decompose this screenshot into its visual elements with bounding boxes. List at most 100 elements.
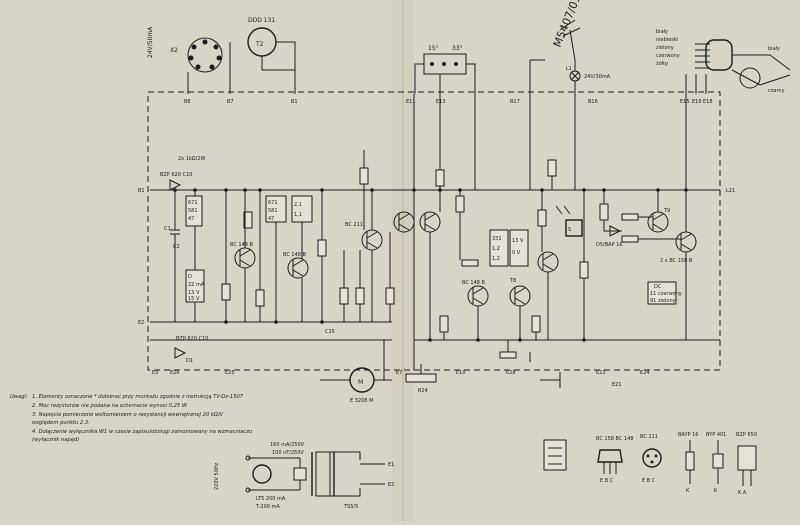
c1-label: C1 — [164, 226, 171, 232]
angle15-label: 15° — [428, 45, 439, 52]
sensor — [565, 219, 583, 237]
term-b16: B16 — [588, 99, 598, 105]
pinout-bzp — [737, 445, 757, 486]
term-e15: E15 — [680, 99, 690, 105]
block-d-2: 22 mA — [188, 282, 205, 288]
bulb-label: 24V/30mA — [584, 74, 611, 80]
block-c — [291, 195, 313, 223]
term-e1: B1 — [138, 188, 145, 194]
socket-pins — [188, 39, 222, 70]
t2m-label: BC 148 B — [283, 252, 307, 258]
top-left-wires — [187, 41, 296, 94]
rating-box — [647, 281, 677, 305]
note-2: 2. Moc rezystorów nie podana na schemaci… — [32, 402, 188, 409]
pin-ebc2: E B C — [642, 478, 656, 484]
note-1: 1. Elementy oznaczone * dobierać przy mo… — [32, 393, 244, 400]
socket-x2 — [187, 37, 223, 73]
block-a-2: 581 — [188, 208, 198, 214]
out1-label: E1 — [388, 462, 394, 468]
t1-label: BC 148 B — [230, 242, 254, 248]
zener2-label: BZP 620 C10 — [176, 336, 208, 342]
term-e18: E18 — [703, 99, 713, 105]
right-wiring — [429, 176, 687, 352]
block-d-4: 15 V — [188, 296, 200, 302]
pin-bc158: BC 158 BC 148 — [596, 436, 634, 442]
motor-label: E 3208 M — [350, 398, 373, 404]
fuse-label: LT5 200 mA — [256, 496, 286, 502]
angle33-label: 33° — [452, 45, 463, 52]
term-e21: E21 — [612, 382, 622, 388]
wire-5: żółty — [656, 60, 668, 67]
x2-label: X2 — [170, 47, 178, 54]
t2-label: T2 — [255, 41, 264, 48]
cable-wires — [695, 43, 791, 86]
output-jack — [739, 67, 761, 89]
t9-label: T9 — [663, 208, 670, 214]
junctions — [173, 188, 688, 342]
pair-label: 2 x BC 158 B — [660, 258, 693, 264]
block-e — [489, 229, 509, 267]
rating-1: DC — [654, 284, 662, 290]
bc211-label: BC 211 — [345, 222, 363, 228]
mains-label: 220V 50Hz — [214, 462, 220, 490]
lamp-label: L1 — [566, 66, 572, 72]
pin-bayp: BAYP 16 — [678, 432, 698, 438]
term-e25: E25 — [225, 370, 235, 376]
wire-4: czerwony — [656, 53, 680, 59]
block-c-1: 2,1 — [294, 202, 302, 208]
block-a-3: 47 — [188, 216, 194, 222]
term-e11: E11 — [406, 99, 416, 105]
pin-ebc1: E B C — [600, 478, 614, 484]
power-supply — [245, 451, 385, 497]
wire-out-2: czarny — [768, 88, 785, 94]
pin-k2: K — [714, 488, 718, 494]
out2-label: E2 — [388, 482, 394, 488]
block-a — [185, 195, 203, 227]
rating-2: 11 czerwony — [650, 291, 682, 297]
term-b17: B17 — [510, 99, 520, 105]
t6-label: BC 148 B — [462, 280, 486, 286]
c2-label: C2 — [173, 244, 180, 250]
plug-down — [685, 74, 707, 94]
wire-1: biały — [656, 29, 668, 35]
term-e24: E24 — [640, 370, 650, 376]
sensor-s: S — [568, 227, 571, 233]
trafo-label: TS5/5 — [343, 504, 358, 510]
block-b-1: 671 — [268, 200, 278, 206]
block-b-3: 47 — [268, 216, 274, 222]
term-e7: E7 — [396, 370, 402, 376]
pot-r24 — [405, 373, 437, 383]
block-b-2: 581 — [268, 208, 278, 214]
term-e22: E22 — [596, 370, 606, 376]
notes-label: Uwagi: — [10, 394, 28, 400]
motor-m: M — [358, 379, 363, 386]
block-e-1: 331 — [492, 236, 502, 242]
cap-label: 160 mA/250V — [270, 442, 305, 448]
wire-out-1: biały — [768, 46, 780, 52]
block-e-3: 1,2 — [492, 256, 500, 262]
c15-label: C15 — [325, 329, 335, 335]
block-d-3: 13 V — [188, 290, 200, 296]
pinout-bayp — [685, 440, 695, 484]
note-6: (wyłącznik napęd) — [32, 437, 79, 443]
note-4: względem punktu 2.3. — [32, 420, 90, 426]
r2x-label: 2x 1kΩ/2W — [178, 156, 205, 162]
term-e2-left: E2 — [138, 320, 144, 326]
switch-wires — [414, 63, 476, 94]
pinout-byp — [712, 440, 724, 484]
zener-label: BZP 620 C10 — [160, 172, 192, 178]
block-f — [509, 229, 529, 267]
term-e10: E10 — [456, 370, 466, 376]
note-3: 3. Napięcia pomierzono woltomierzem o re… — [32, 412, 224, 418]
rating-3: 91 zielony — [650, 298, 676, 304]
wire-3: zielony — [656, 45, 674, 51]
term-e26: E26 — [170, 370, 180, 376]
pin-ka: K A — [738, 490, 747, 496]
fuse2-label: T-200 mA — [255, 504, 280, 510]
left-wiring — [225, 150, 391, 322]
transistor-t7 — [509, 285, 531, 307]
pin-k1: K — [686, 488, 690, 494]
block-f-2: 0 V — [512, 250, 521, 256]
